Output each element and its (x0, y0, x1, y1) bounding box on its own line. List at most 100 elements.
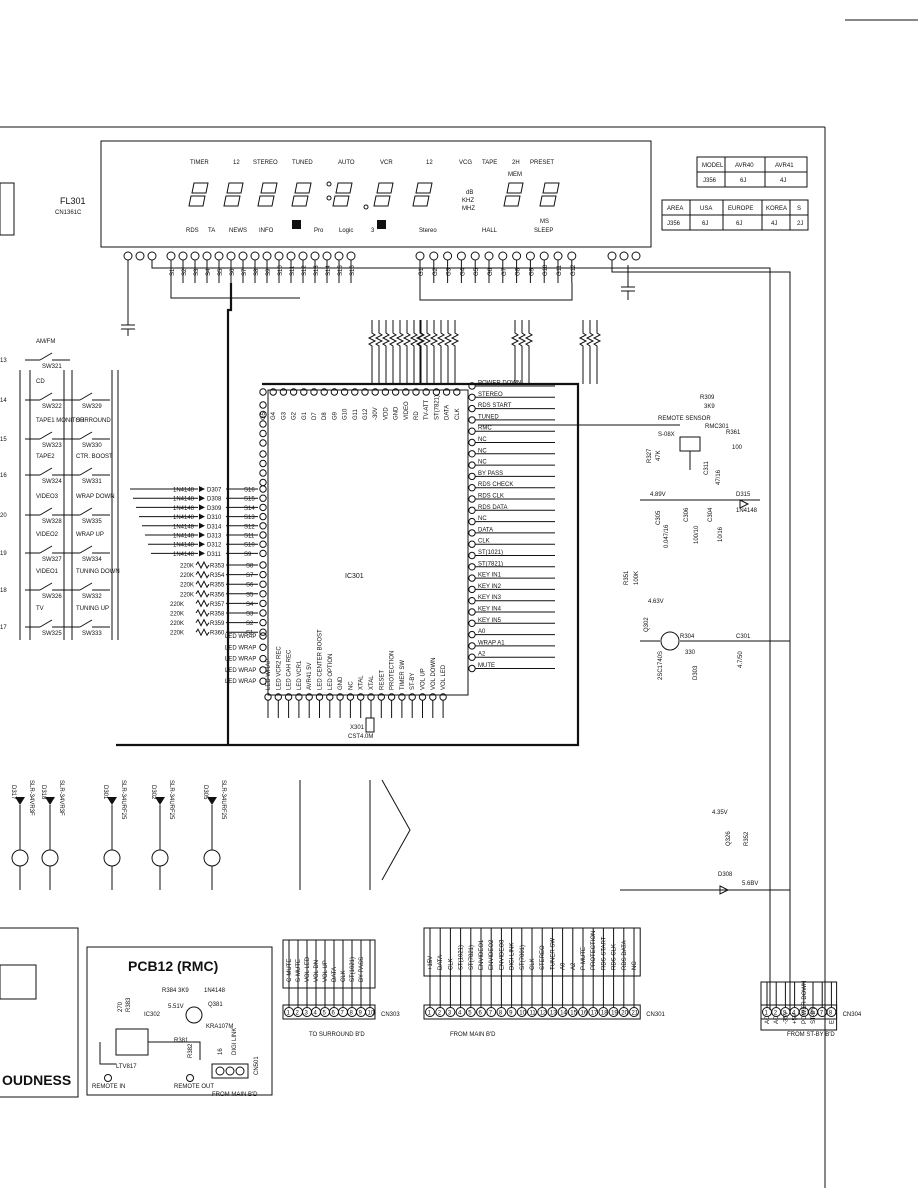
diode-type: 1N4148 (173, 506, 195, 512)
switch-label: VIDEO2 (36, 532, 59, 538)
diode-ref: D310 (207, 515, 222, 521)
switch-pin: 15 (0, 437, 7, 443)
connector-signal: TUNER SW (550, 938, 556, 970)
connector-caption: TO SURROUND B'D (309, 1032, 365, 1038)
connector-signal: A0 (561, 962, 567, 970)
ic-pin (468, 495, 476, 503)
switch-contact-icon (39, 467, 53, 476)
connector-pin-number: 7 (489, 1011, 493, 1017)
pullup-resistor-icon (517, 320, 527, 384)
c304-value: 10/16 (718, 526, 724, 542)
connector-pin-number: 12 (540, 1011, 547, 1017)
diode-ref: D314 (207, 524, 222, 530)
area-row-korea: 4J (771, 221, 777, 227)
ic-right-pin-label: STEREO (478, 392, 503, 398)
rmc-pin16: 16 (218, 1048, 224, 1055)
ic-bottom-pin-label: LED CENTER BOOST (318, 629, 324, 690)
loudness-label: OUDNESS (2, 1072, 71, 1088)
diode-net: S15 (244, 497, 255, 503)
ic-pin (468, 517, 476, 526)
grid-pin (202, 251, 212, 261)
connector-pin (465, 1007, 476, 1017)
connector-signal: A2 (571, 962, 577, 970)
ic-right-pin-label: KEY IN3 (478, 595, 502, 601)
grid-pin-label: S12 (302, 265, 308, 276)
ic-pin (259, 420, 267, 428)
ic-pin (259, 632, 267, 640)
grid-pin (456, 251, 466, 261)
ic-pin (259, 599, 267, 608)
pcb12-rmc-board: PCB12 (RMC) LTV817 R384 3K9 1N4148 5.51V… (86, 946, 273, 1098)
ic-pin (259, 590, 267, 598)
ic-pin (259, 654, 267, 663)
led-ref: D317 (10, 785, 16, 800)
indicator-top: TUNED (292, 160, 313, 166)
v-435: 4.35V (712, 810, 728, 816)
switch-pin: 14 (0, 398, 7, 404)
remote-sensor: REMOTE SENSOR RMC301 S-08X R309 3K9 R361… (478, 395, 743, 485)
connector-pin (629, 1007, 639, 1017)
unit-khz: KHZ (462, 198, 474, 204)
connector-pin-number: 14 (560, 1011, 567, 1017)
rmc-q381-part: KRA107M (206, 1024, 233, 1030)
connector-pin-number: 21 (632, 1011, 639, 1017)
switch-label: CTR. BOOST (76, 454, 113, 460)
connector-pin (527, 1007, 537, 1017)
connector-pin (588, 1007, 599, 1017)
filament-pin (135, 251, 145, 261)
ic-pin (468, 653, 476, 661)
connector-signal: DIGI LINK (510, 943, 516, 970)
grid-pin-label: G3 (447, 267, 453, 276)
resistor-icon (195, 608, 210, 618)
diode-icon (199, 522, 205, 529)
area-header-europe: EUROPE (728, 206, 753, 212)
q302-transistor-icon (660, 631, 680, 651)
model-header-avr41: AVR41 (775, 163, 794, 169)
indicator-top: TAPE (482, 160, 497, 166)
grid-pin-label: S5 (218, 268, 224, 276)
indicator-top: AUTO (338, 160, 355, 166)
connector-pin-number: 5 (468, 1011, 472, 1017)
unit-db: dB (466, 190, 473, 196)
ic-pin (259, 429, 267, 438)
c304-label: C304 (708, 507, 714, 522)
connector-pin (425, 1007, 435, 1017)
grid-pin (539, 251, 549, 261)
ic-right-pin-label: ST(1021) (478, 550, 503, 556)
transistor-icon (151, 849, 169, 867)
ic-pin (259, 531, 267, 539)
connector-ref: CN303 (381, 1012, 400, 1018)
diode-icon (199, 504, 205, 511)
ic-pin (432, 388, 441, 396)
ic-pin (371, 388, 379, 396)
switch-label: TV (36, 606, 44, 612)
switch-label: TAPE1 MONITOR (36, 418, 85, 424)
indicator-top: 12 (233, 160, 240, 166)
connector-pin (537, 1007, 548, 1017)
connector-signal: DATA (332, 967, 338, 982)
display-digits (188, 182, 560, 207)
switch-ref: SW328 (42, 519, 62, 525)
connector-pin-number: 4 (458, 1011, 462, 1017)
edge-connector-box (0, 182, 15, 236)
remote-out-jack-icon (186, 1074, 194, 1082)
connector-pin-number: 6 (811, 1011, 815, 1017)
ic-pin (330, 388, 339, 396)
grid-pin-label: G4 (460, 267, 466, 276)
rmc-diode: 1N4148 (204, 988, 226, 994)
grid-pin-label: G10 (543, 264, 549, 276)
remote-in-label: REMOTE IN (92, 1084, 125, 1090)
connector-signal: PROTECTION (591, 931, 597, 970)
ic-bottom-pin-label: RESET (379, 670, 385, 690)
connector-pin-number: 7 (341, 1011, 345, 1017)
ic-pin (468, 630, 476, 639)
ic-pin (259, 570, 267, 579)
grid-pin (484, 251, 494, 261)
unit-mhz: MHZ (462, 206, 475, 212)
connector-pin-number: 10 (368, 1011, 375, 1017)
resistor-ref: R356 (210, 592, 225, 598)
model-header-avr40: AVR40 (735, 163, 754, 169)
